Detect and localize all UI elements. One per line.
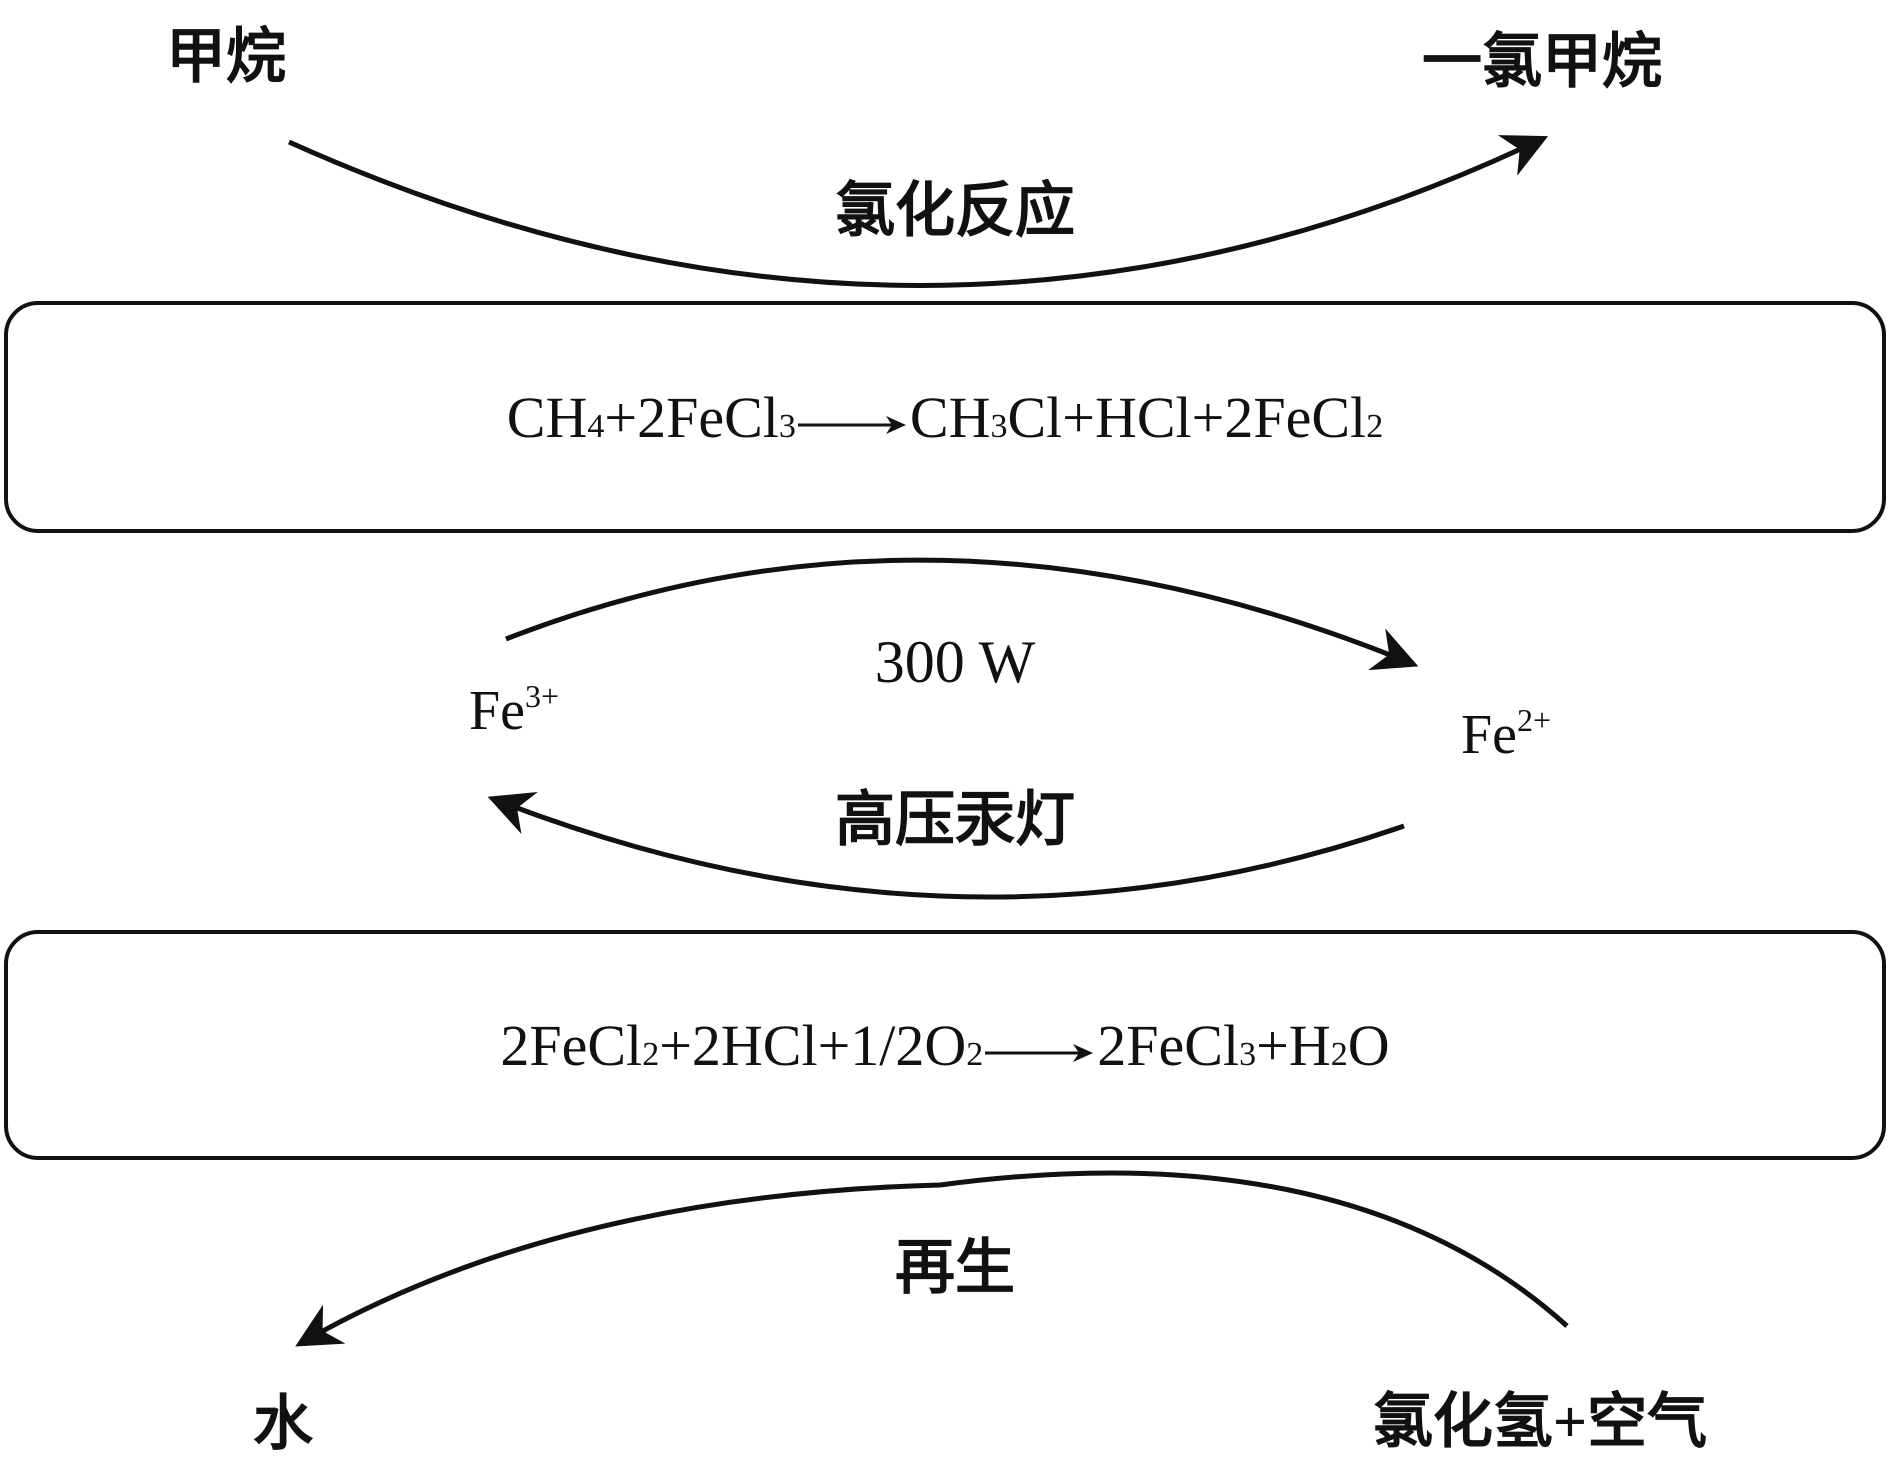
formula-text: +2HCl+1/2O bbox=[659, 1012, 967, 1078]
formula-text: CH bbox=[909, 384, 991, 450]
chlorination-arrow bbox=[287, 135, 1549, 288]
fe3-ion: Fe3+ bbox=[468, 680, 559, 742]
regeneration-label: 再生 bbox=[895, 1235, 1015, 1301]
fe2-ion: Fe2+ bbox=[1460, 704, 1551, 766]
formula-text: O bbox=[1347, 1012, 1390, 1078]
formula-text: +H bbox=[1256, 1012, 1331, 1078]
fe3-to-fe2-arrow bbox=[505, 557, 1419, 671]
formula-text: CH bbox=[506, 384, 588, 450]
fe2-base: Fe bbox=[1460, 704, 1517, 766]
formula-text: 2FeCl bbox=[1097, 1012, 1240, 1078]
reaction-arrow bbox=[985, 1043, 1094, 1062]
hcl-air-label: 氯化氢+空气 bbox=[1372, 1389, 1708, 1455]
regeneration-arrow bbox=[295, 1170, 1569, 1347]
fe3-base: Fe bbox=[468, 680, 525, 742]
lamp-label: 高压汞灯 bbox=[835, 787, 1075, 853]
chlorination-label: 氯化反应 bbox=[835, 178, 1075, 244]
formula-text: +2FeCl bbox=[604, 384, 779, 450]
fe2-to-fe3-arrow bbox=[487, 792, 1405, 900]
fe2-charge: 2+ bbox=[1516, 702, 1552, 738]
methane-label: 甲烷 bbox=[166, 24, 286, 90]
fe3-charge: 3+ bbox=[524, 678, 560, 714]
reaction-arrow bbox=[797, 415, 906, 434]
formula-text: Cl+HCl+2FeCl bbox=[1007, 384, 1367, 450]
power-label: 300 W bbox=[874, 629, 1036, 695]
formula-text: 2FeCl bbox=[500, 1012, 643, 1078]
chloromethane-label: 一氯甲烷 bbox=[1422, 29, 1662, 95]
water-label: 水 bbox=[253, 1391, 313, 1457]
